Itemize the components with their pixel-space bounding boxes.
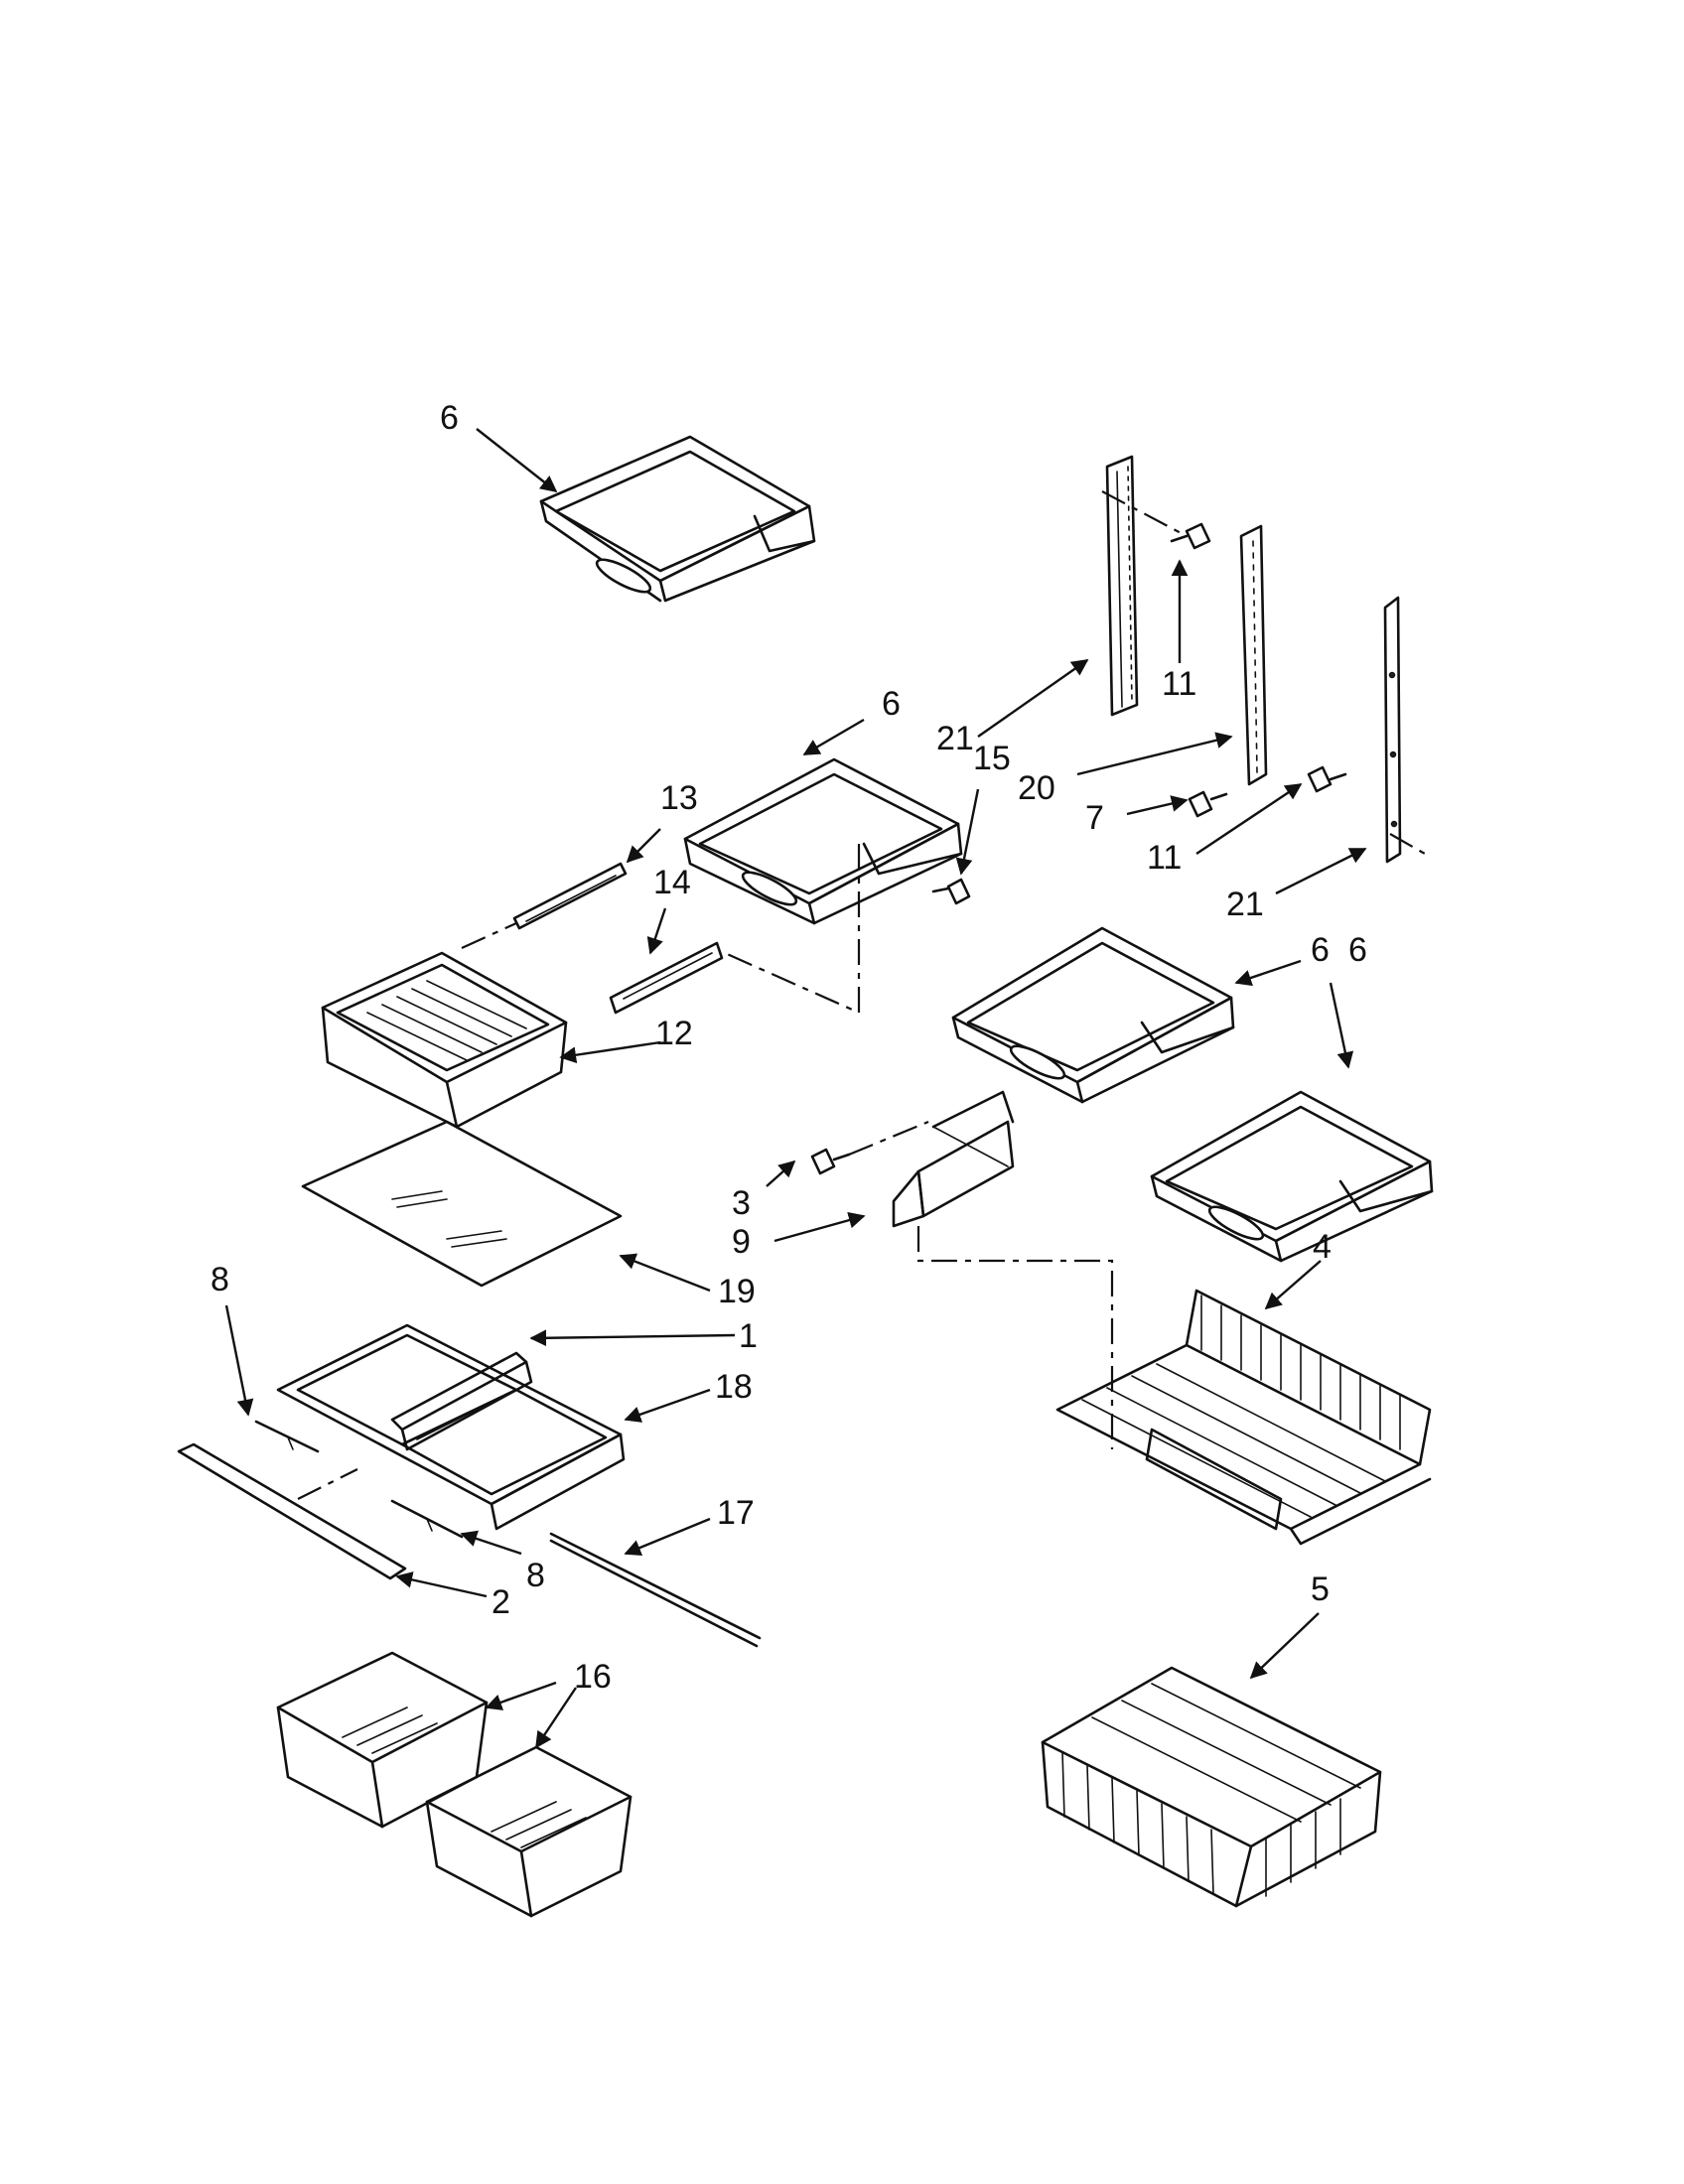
crisper-pan-part-16-right: [425, 1745, 632, 1918]
screw-part-11-top: [1170, 522, 1211, 550]
callout-13: 13: [660, 779, 698, 817]
callout-18: 18: [715, 1368, 753, 1406]
callout-6-top: 6: [440, 399, 459, 437]
assembly-lines: [297, 490, 1426, 1500]
leader-arrows: [224, 428, 1367, 1749]
callout-3: 3: [732, 1184, 751, 1222]
divider-part-1: [390, 1351, 533, 1451]
rail-part-21-right: [1383, 596, 1402, 864]
screw-part-7: [1188, 790, 1228, 818]
shelf-part-6-right-1: [951, 926, 1235, 1104]
callout-9: 9: [732, 1223, 751, 1261]
screw-part-11-mid: [1307, 765, 1347, 793]
callout-20: 20: [1018, 769, 1055, 807]
callout-1: 1: [739, 1317, 758, 1355]
callout-7: 7: [1085, 799, 1104, 837]
rail-part-21-left: [1105, 455, 1139, 717]
callout-16: 16: [574, 1658, 612, 1696]
callout-8-right: 8: [526, 1557, 545, 1594]
shelf-part-6-middle: [683, 757, 963, 925]
drawer-part-12: [321, 951, 568, 1129]
callout-21-top: 21: [936, 720, 974, 757]
callout-19: 19: [718, 1273, 756, 1310]
slide-part-13: [512, 862, 628, 930]
slide-part-14: [609, 941, 724, 1015]
shelf-part-6-top: [539, 435, 816, 603]
screw-part-3: [810, 1148, 851, 1175]
crisper-pan-part-16-left: [276, 1651, 489, 1829]
shelf-part-6-right-2: [1150, 1090, 1434, 1263]
callout-6-middle: 6: [882, 685, 901, 723]
bracket-part-9: [892, 1090, 1015, 1228]
callout-21-bottom: 21: [1226, 886, 1264, 923]
callout-5: 5: [1311, 1570, 1330, 1608]
cover-rail-part-8-right: [390, 1499, 464, 1539]
callout-11-top: 11: [1162, 665, 1196, 703]
callout-2: 2: [491, 1583, 510, 1621]
rail-part-20: [1239, 524, 1268, 786]
callout-6-right-1: 6: [1311, 931, 1330, 969]
glass-shelf-part-19: [301, 1120, 623, 1288]
callout-8-left: 8: [210, 1261, 229, 1298]
wire-basket-part-5: [1041, 1666, 1382, 1908]
rod-part-17: [549, 1532, 762, 1648]
callout-4: 4: [1313, 1228, 1332, 1266]
callout-11-mid: 11: [1147, 839, 1182, 877]
screw-part-15: [931, 878, 971, 905]
cover-rail-part-8-left: [254, 1420, 320, 1453]
callout-6-right-2: 6: [1348, 931, 1367, 969]
wire-shelf-part-4: [1055, 1289, 1432, 1546]
callout-14: 14: [653, 864, 691, 901]
callout-15: 15: [973, 740, 1011, 777]
callout-17: 17: [717, 1494, 755, 1532]
trim-part-2: [177, 1442, 407, 1580]
callout-12: 12: [655, 1015, 693, 1052]
